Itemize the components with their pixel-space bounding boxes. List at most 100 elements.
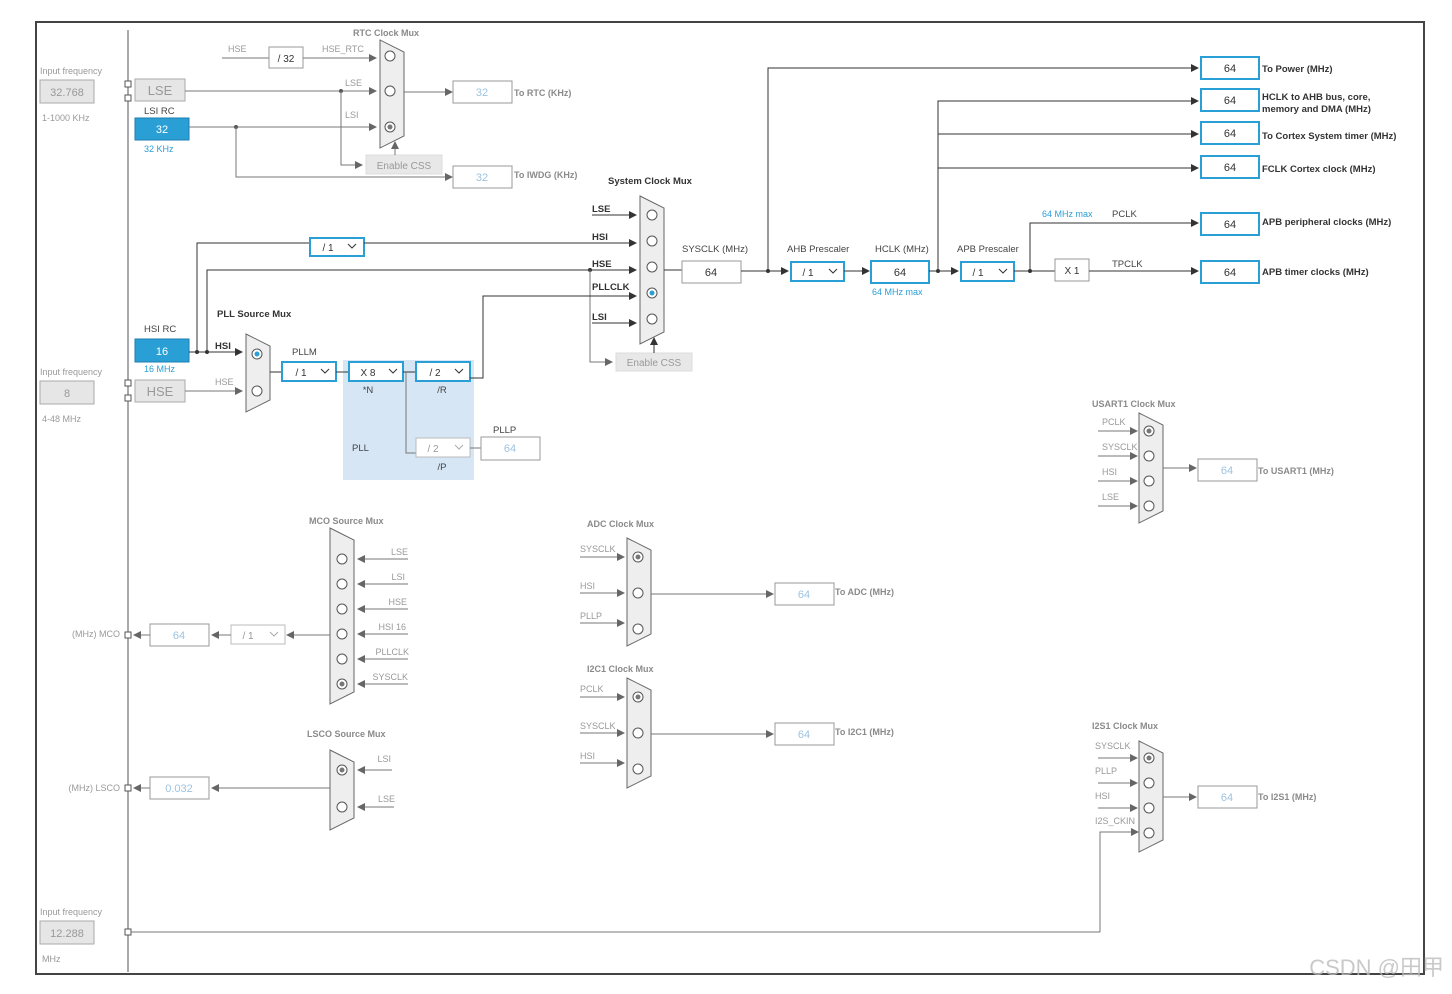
i2s-input-freq-field[interactable]: [39, 920, 95, 945]
pllr-value: / 2: [429, 368, 441, 379]
i2s1-clock-mux: [1138, 740, 1164, 853]
fclk-out-value: 64: [1224, 162, 1236, 174]
usart1-radio-sysclk[interactable]: [1143, 450, 1155, 462]
adc-radio-pllp[interactable]: [632, 623, 644, 635]
hclk-box[interactable]: [870, 260, 930, 284]
i2s1-out-label: To I2S1 (MHz): [1258, 792, 1316, 802]
lse-oscillator-label: LSE: [148, 83, 173, 98]
hse-oscillator-label: HSE: [147, 384, 174, 399]
diagram-frame: [35, 21, 1425, 975]
adc-radio-hsi[interactable]: [632, 587, 644, 599]
lsco-mux-title: LSCO Source Mux: [307, 729, 386, 739]
apb-timer-out-value: 64: [1224, 267, 1236, 279]
hsi-rc-sub: 16 MHz: [144, 364, 176, 374]
plln-to-p-wire: [405, 372, 416, 454]
rtc-hse-rtc-label: HSE_RTC: [322, 44, 364, 54]
pll-source-mux: [245, 333, 271, 413]
rtc-mux-radio-hse[interactable]: [384, 50, 396, 62]
pllm-dropdown[interactable]: [281, 361, 337, 382]
lsco-radio-lse[interactable]: [336, 801, 348, 813]
pclk-label: PCLK: [1112, 209, 1137, 220]
mco-input-lse: LSE: [391, 547, 408, 557]
i2c1-mux-title: I2C1 Clock Mux: [587, 664, 654, 674]
sysmux-radio-hse[interactable]: [646, 261, 658, 273]
apb-periph-out-box[interactable]: [1200, 212, 1260, 236]
sys-enable-css-label: Enable CSS: [627, 358, 682, 369]
mco-radio-hse[interactable]: [336, 603, 348, 615]
i2c1-radio-pclk-dot: [635, 694, 641, 700]
pll-source-radio-hsi-dot: [254, 351, 260, 357]
rtc-lse-label: LSE: [345, 78, 362, 88]
pll-source-mux-title: PLL Source Mux: [217, 309, 292, 320]
sysclk-value: 64: [705, 267, 717, 279]
lse-input-freq-field[interactable]: [39, 79, 95, 104]
mco-divider-value: / 1: [242, 631, 254, 642]
mco-radio-pllclk[interactable]: [336, 653, 348, 665]
hclk-bus-wire: [937, 97, 1199, 271]
hsi-rc-title: HSI RC: [144, 324, 176, 335]
rtc-out-value: 32: [476, 87, 488, 99]
power-out-box[interactable]: [1200, 56, 1260, 80]
to-power-wire: [767, 64, 1199, 271]
sysmux-radio-hsi[interactable]: [646, 235, 658, 247]
rtc-out-box: [452, 80, 513, 104]
pllr-dropdown[interactable]: [415, 361, 471, 382]
i2c1-input-hsi: HSI: [580, 751, 595, 761]
sysmux-radio-lse[interactable]: [646, 209, 658, 221]
apb-prescaler-value: / 1: [972, 268, 984, 279]
pll-title: PLL: [352, 443, 369, 454]
i2c1-radio-sysclk[interactable]: [632, 727, 644, 739]
i2s1-out-box: [1197, 785, 1258, 809]
adc-out-box: [774, 582, 835, 606]
apb-timer-out-box[interactable]: [1200, 260, 1260, 284]
mco-divider-dropdown[interactable]: [230, 624, 286, 645]
pll-source-radio-hse[interactable]: [251, 385, 263, 397]
apb-prescaler-dropdown[interactable]: [960, 261, 1015, 282]
usart1-input-lse: LSE: [1102, 492, 1119, 502]
mco-radio-lsi[interactable]: [336, 578, 348, 590]
i2s1-input-i2s-ckin: I2S_CKIN: [1095, 816, 1135, 826]
i2s1-radio-hsi[interactable]: [1143, 802, 1155, 814]
i2s1-radio-i2s-ckin[interactable]: [1143, 827, 1155, 839]
hsi-sys-divider-value: / 1: [322, 243, 334, 254]
mco-input-hse: HSE: [388, 597, 407, 607]
hsi-sys-divider-chevron-icon: [347, 243, 357, 249]
hclk-ahb-out-box[interactable]: [1200, 88, 1260, 112]
mco-pin-label: (MHz) MCO: [72, 629, 120, 639]
rtc-enable-css-button[interactable]: [365, 154, 443, 175]
lse-pin-2: [124, 94, 132, 102]
sysmux-input-hse: HSE: [592, 259, 612, 270]
i2s1-input-pllp: PLLP: [1095, 766, 1117, 776]
i2s1-radio-pllp[interactable]: [1143, 777, 1155, 789]
mco-radio-hsi16[interactable]: [336, 628, 348, 640]
rtc-mux-radio-lse[interactable]: [384, 85, 396, 97]
tpclk-label: TPCLK: [1112, 259, 1143, 270]
lse-range-label: 1-1000 KHz: [42, 113, 90, 123]
lsco-out-value: 0.032: [165, 783, 193, 795]
hse-input-freq-label: Input frequency: [40, 367, 103, 377]
usart1-radio-lse[interactable]: [1143, 500, 1155, 512]
usart1-radio-hsi[interactable]: [1143, 475, 1155, 487]
lse-oscillator[interactable]: [134, 78, 186, 102]
ahb-prescaler-dropdown[interactable]: [790, 261, 845, 282]
i2s-input-freq-label: Input frequency: [40, 907, 103, 917]
pll-source-hse-label: HSE: [215, 377, 234, 387]
cortex-timer-out-box[interactable]: [1200, 121, 1260, 145]
watermark: CSDN @田甲: [1309, 955, 1444, 980]
pllp-dropdown[interactable]: [415, 437, 471, 458]
pllp-div-value: / 2: [427, 444, 439, 455]
hclk-label: HCLK (MHz): [875, 244, 929, 255]
hse-input-freq-field[interactable]: [39, 380, 95, 405]
power-out-value: 64: [1224, 63, 1236, 75]
mco-radio-lse[interactable]: [336, 553, 348, 565]
i2s-ckin-pin: [124, 928, 132, 936]
sysmux-input-hsi: HSI: [592, 232, 608, 243]
hsi-sys-divider-dropdown[interactable]: [309, 237, 365, 257]
fclk-out-box[interactable]: [1200, 155, 1260, 179]
lse-input-freq-label: Input frequency: [40, 66, 103, 76]
pllp-label: PLLP: [493, 425, 516, 436]
mco-input-sysclk: SYSCLK: [372, 672, 408, 682]
adc-input-pllp: PLLP: [580, 611, 602, 621]
sysmux-radio-lsi[interactable]: [646, 313, 658, 325]
i2c1-radio-hsi[interactable]: [632, 763, 644, 775]
